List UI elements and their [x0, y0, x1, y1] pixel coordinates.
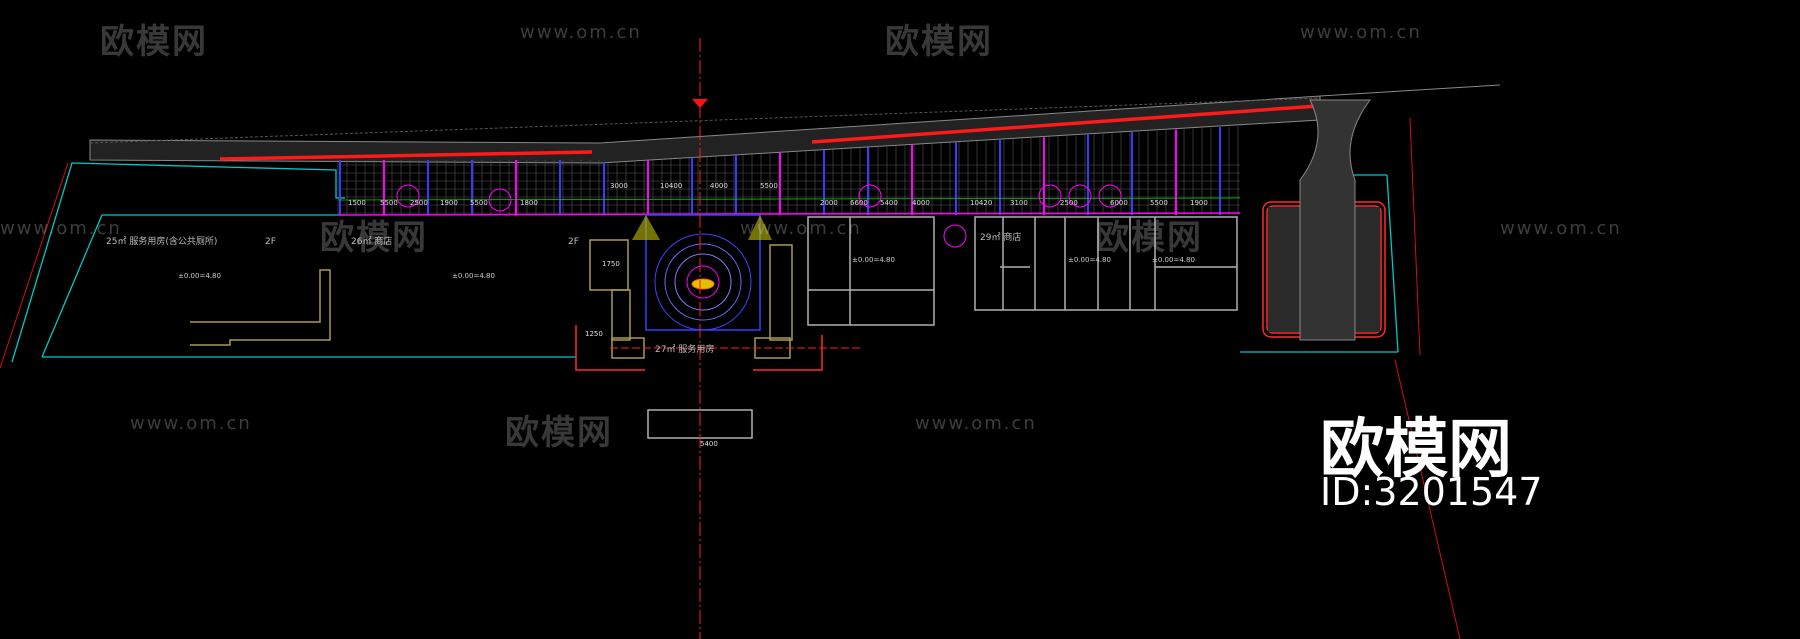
paving-line [1068, 184, 1092, 208]
paving-line [488, 188, 512, 212]
boundary-walkway [89, 84, 1501, 164]
room-labels: 25㎡ 服务用房(含公共厕所) 2F 26㎡ 商店 2F 27㎡ 服务用房 29… [106, 231, 1021, 355]
room-label: 27㎡ 服务用房 [655, 343, 714, 355]
dimension-label: 4000 [912, 199, 930, 207]
watermark-brand-large: 欧模网 [1320, 413, 1512, 487]
watermark-logo: 欧模网 [100, 22, 208, 62]
dimension-label: 1800 [520, 199, 538, 207]
dimension-label: 6600 [850, 199, 868, 207]
watermark-url: www.om.cn [130, 413, 252, 434]
dimension-label: 3000 [610, 182, 628, 190]
center-axis [610, 38, 860, 639]
watermark-logo: 欧模网 [1095, 218, 1203, 258]
room-label: 2F [568, 237, 579, 247]
watermark-logo: 欧模网 [320, 218, 428, 258]
watermark-logo: 欧模网 [885, 22, 993, 62]
room-label: 26㎡ 商店 [351, 235, 392, 247]
paving-line [1098, 184, 1122, 208]
level-mark: ±0.00=4.80 [178, 272, 221, 280]
dimension-label: 1250 [585, 330, 603, 338]
dimension-label: 1900 [1190, 199, 1208, 207]
dimension-label: 5500 [470, 199, 488, 207]
dimension-label: 5500 [760, 182, 778, 190]
paving-line [337, 212, 1241, 216]
dimension-label: 5400 [880, 199, 898, 207]
level-mark: ±0.00=4.80 [1152, 256, 1195, 264]
dimension-label: 1500 [348, 199, 366, 207]
paving-line [943, 224, 967, 248]
paving-line [858, 184, 882, 208]
dimension-label: 5500 [1150, 199, 1168, 207]
dimension-label: 2500 [410, 199, 428, 207]
parking-lot [1268, 99, 1380, 341]
room-label: 2F [265, 237, 276, 247]
central-plaza [632, 214, 772, 331]
dimension-label: 1750 [602, 260, 620, 268]
dimension-label: 4000 [710, 182, 728, 190]
room-label: 25㎡ 服务用房(含公共厕所) [106, 235, 217, 247]
watermark-id: ID:3201547 [1320, 470, 1543, 514]
dimension-labels: 1500 5500 2500 1900 5500 1800 3000 10400 4000 550… [348, 182, 1208, 448]
dimension-label: 2500 [1060, 199, 1078, 207]
watermark-url: www.om.cn [520, 22, 642, 43]
dimension-label: 10420 [970, 199, 992, 207]
watermark-logo: 欧模网 [505, 413, 613, 453]
dimension-label: 1900 [440, 199, 458, 207]
dimension-label: 5500 [380, 199, 398, 207]
paving-grid [337, 125, 1241, 248]
dimension-label: 3100 [1010, 199, 1028, 207]
watermark-url: www.om.cn [740, 218, 862, 239]
property-line [0, 117, 1461, 639]
dimension-label: 10400 [660, 182, 682, 190]
paving-line [337, 197, 1241, 201]
watermark-url: www.om.cn [1500, 218, 1622, 239]
watermark-url: www.om.cn [0, 218, 122, 239]
paving-line [396, 184, 420, 208]
paving-line [1038, 184, 1062, 208]
watermark-url: www.om.cn [915, 413, 1037, 434]
level-mark: ±0.00=4.80 [852, 256, 895, 264]
level-marks: ±0.00=4.80 ±0.00=4.80 ±0.00=4.80 ±0.00=4… [178, 256, 1195, 280]
dimension-label: 5400 [700, 440, 718, 448]
room-label: 29㎡ 商店 [980, 231, 1021, 243]
dimension-label: 6000 [1110, 199, 1128, 207]
level-mark: ±0.00=4.80 [452, 272, 495, 280]
dimension-label: 2000 [820, 199, 838, 207]
watermark-url: www.om.cn [1300, 22, 1422, 43]
red-edge-line [219, 104, 1319, 161]
level-mark: ±0.00=4.80 [1068, 256, 1111, 264]
stair-ramps [190, 239, 793, 359]
